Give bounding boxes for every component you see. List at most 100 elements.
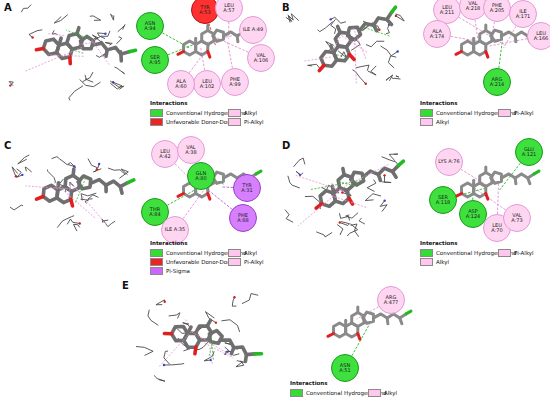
residue-label: SER A:118 bbox=[432, 195, 454, 206]
docking-3d-view bbox=[10, 155, 134, 231]
residue-circle: PHE A:205 bbox=[483, 0, 511, 22]
interaction-line bbox=[185, 319, 186, 321]
docking-3d-view bbox=[286, 7, 404, 85]
legend-swatch bbox=[420, 249, 433, 257]
residue-label: LEU A:211 bbox=[436, 5, 458, 16]
panel-letter: A bbox=[4, 2, 12, 13]
ligand-bond bbox=[386, 318, 390, 324]
legend-swatch bbox=[228, 249, 241, 257]
legend-text: Alkyl bbox=[436, 259, 449, 265]
residue-label: ASN A:51 bbox=[334, 363, 356, 374]
atom-tip bbox=[96, 168, 98, 170]
docking-3d-view bbox=[285, 154, 403, 237]
interaction-line bbox=[355, 164, 389, 181]
interaction-line bbox=[48, 55, 84, 56]
atom-tip bbox=[163, 364, 165, 366]
ligand-bond bbox=[528, 178, 530, 184]
residue-stick bbox=[293, 158, 304, 167]
residue-stick bbox=[285, 210, 293, 223]
legend-heading: Interactions bbox=[150, 100, 188, 106]
ligand-bond bbox=[375, 314, 407, 318]
legend-heading: Interactions bbox=[420, 100, 458, 106]
residue-stick bbox=[105, 43, 112, 46]
legend-text: Unfavorable Donor-Donor bbox=[166, 119, 236, 125]
atom-tip bbox=[365, 83, 367, 85]
residue-circle: ILE A:49 bbox=[239, 16, 267, 44]
residue-label: PHE A:88 bbox=[232, 213, 254, 224]
legend-swatch bbox=[150, 267, 163, 275]
hydroxyl-bond bbox=[534, 171, 539, 174]
residue-stick bbox=[57, 216, 74, 228]
residue-circle: GLN A:80 bbox=[187, 162, 215, 190]
interaction-line bbox=[78, 42, 93, 44]
ligand-bond bbox=[480, 173, 492, 187]
atom-tip bbox=[339, 221, 341, 223]
legend-swatch bbox=[150, 118, 163, 126]
ligand-bond bbox=[363, 312, 374, 323]
residue-stick bbox=[339, 213, 349, 220]
ligand-bond bbox=[472, 180, 475, 186]
legend-swatch bbox=[498, 109, 511, 117]
legend-text: Unfavorable Donor-Donor bbox=[166, 259, 236, 265]
hydroxyl-bond bbox=[456, 194, 462, 197]
legend-text: Pi-Alkyl bbox=[244, 259, 264, 265]
ligand-bond bbox=[480, 31, 492, 45]
residue-stick bbox=[337, 225, 343, 235]
residue-label: VAL A:73 bbox=[506, 213, 528, 224]
legend-item: Alkyl bbox=[420, 258, 449, 266]
residue-stick bbox=[54, 15, 68, 23]
ligand-bond bbox=[92, 180, 128, 187]
residue-stick bbox=[356, 65, 369, 71]
atom-tip bbox=[396, 50, 398, 52]
ligand-bond bbox=[213, 30, 224, 41]
hydroxyl-bond bbox=[178, 194, 184, 197]
hydroxyl-bond bbox=[37, 197, 44, 200]
residue-circle: TYR A:31 bbox=[233, 174, 261, 202]
residue-stick bbox=[119, 169, 128, 178]
interaction-line bbox=[355, 39, 357, 84]
ligand-bond bbox=[77, 28, 79, 34]
ligand-bond bbox=[364, 165, 398, 176]
residue-label: ALA A:60 bbox=[170, 79, 192, 90]
interaction-line bbox=[192, 332, 232, 356]
legend-swatch bbox=[228, 118, 241, 126]
legend-text: Alkyl bbox=[436, 119, 449, 125]
interaction-line bbox=[210, 348, 212, 364]
residue-circle: PHE A:99 bbox=[221, 68, 249, 96]
legend-heading: Interactions bbox=[150, 240, 188, 246]
ligand-bond bbox=[244, 355, 249, 362]
residue-stick bbox=[18, 155, 29, 164]
residue-label: ASP A:124 bbox=[462, 209, 484, 220]
residue-label: LYS A:76 bbox=[438, 159, 460, 165]
residue-circle: ALA A:174 bbox=[423, 20, 451, 48]
residue-stick bbox=[111, 14, 114, 20]
residue-label: TYR A:31 bbox=[236, 183, 258, 194]
legend-text: Alkyl bbox=[244, 250, 257, 256]
legend-text: Pi-Alkyl bbox=[244, 119, 264, 125]
residue-label: LEU A:166 bbox=[530, 31, 550, 42]
legend-text: Alkyl bbox=[384, 390, 397, 396]
panel-letter: B bbox=[282, 2, 290, 13]
residue-circle: ARG A:477 bbox=[377, 286, 405, 314]
residue-circle: SER A:118 bbox=[429, 186, 457, 214]
residue-stick bbox=[169, 313, 180, 319]
interaction-line bbox=[66, 30, 90, 39]
ligand-bond bbox=[184, 41, 196, 55]
residue-circle: VAL A:38 bbox=[177, 136, 205, 164]
panel-letter: D bbox=[282, 140, 290, 151]
residue-label: GLU A:121 bbox=[518, 147, 540, 158]
interaction-line bbox=[361, 26, 391, 36]
residue-label: LEU A:42 bbox=[154, 149, 176, 160]
ligand-bond bbox=[484, 25, 487, 31]
residue-circle: SER A:95 bbox=[141, 46, 169, 74]
residue-stick bbox=[340, 222, 350, 226]
atom-tip bbox=[299, 174, 301, 176]
ligand-bond bbox=[491, 172, 502, 183]
residue-stick bbox=[136, 347, 153, 356]
residue-label: GLN A:80 bbox=[190, 171, 212, 182]
legend-swatch bbox=[150, 109, 163, 117]
legend-heading: Interactions bbox=[420, 240, 458, 246]
interaction-line bbox=[201, 47, 205, 70]
legend-item: Alkyl bbox=[368, 389, 397, 397]
illustration-group bbox=[9, 5, 539, 382]
